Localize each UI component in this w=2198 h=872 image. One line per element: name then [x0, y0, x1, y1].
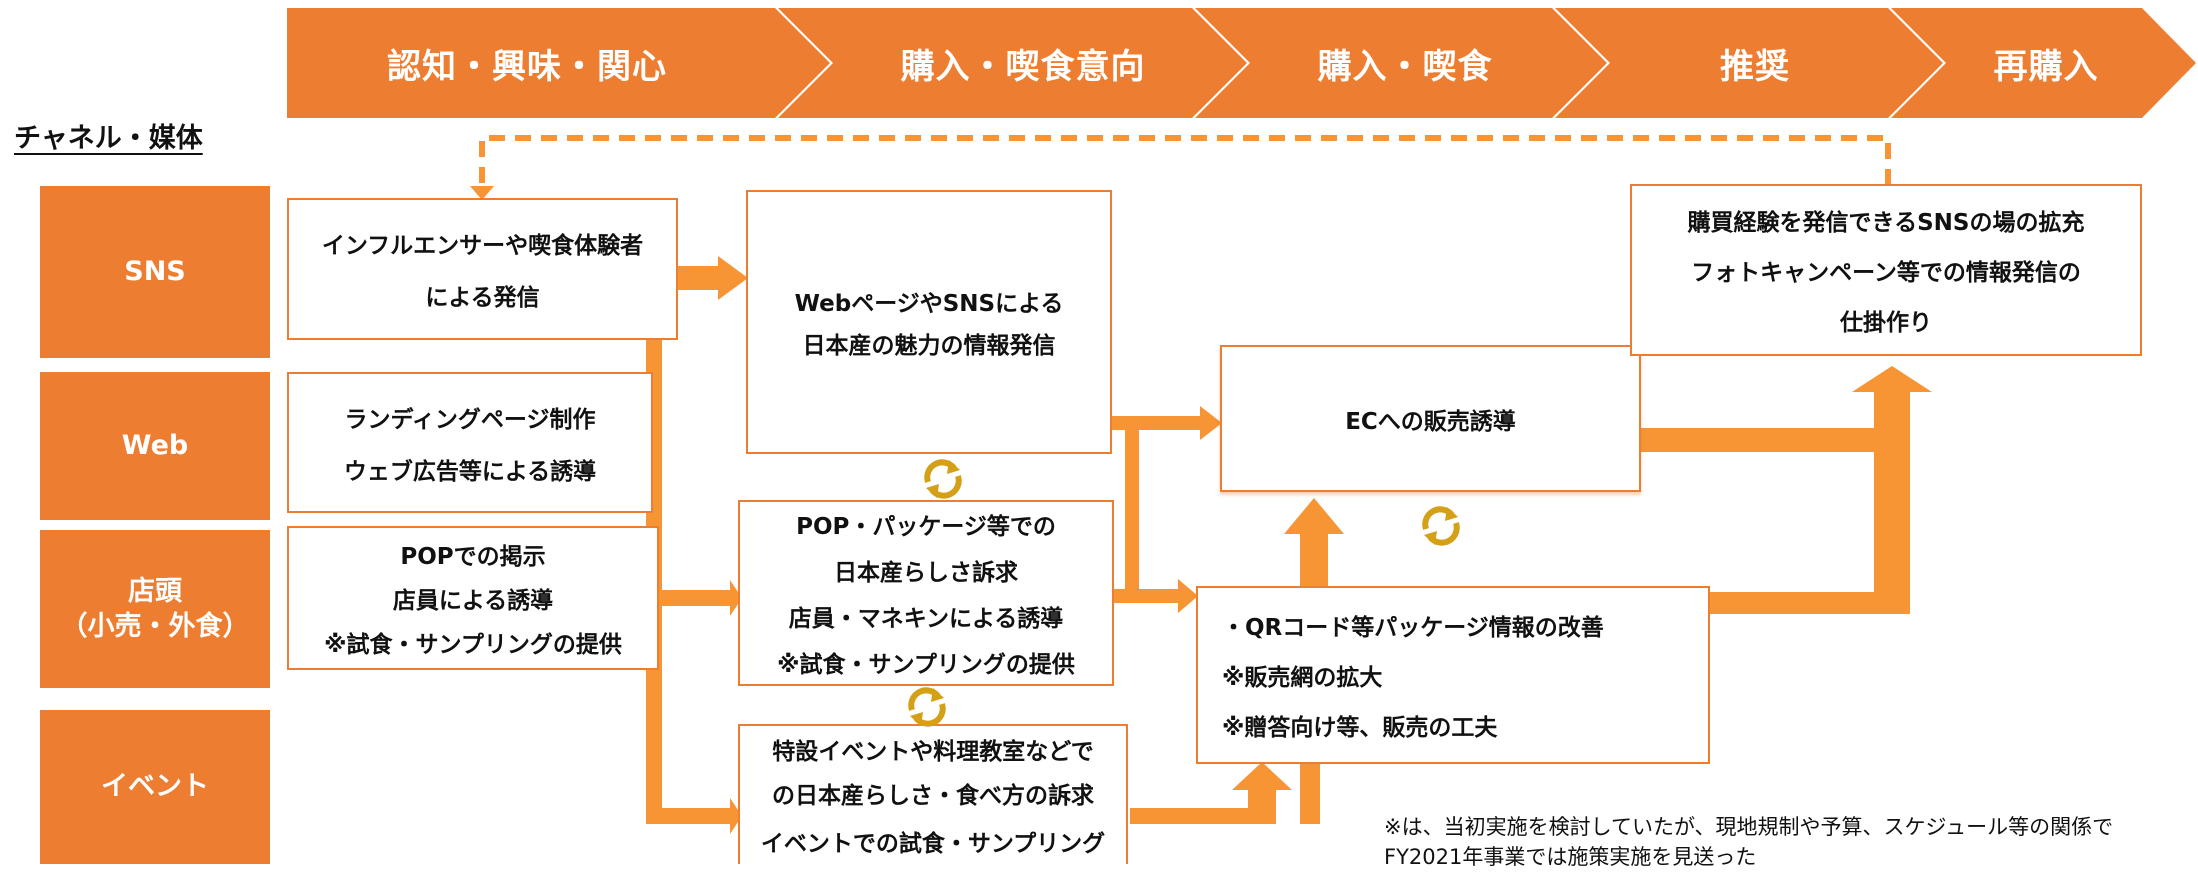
box-influencer: インフルエンサーや喫食体験者 による発信: [287, 198, 678, 340]
cycle-arrows-icon: [924, 459, 962, 499]
channel-web-label: Web: [121, 430, 189, 462]
stage-chevron-4: [1555, 8, 1943, 118]
box-sns-share: 購買経験を発信できるSNSの場の拡充 フォトキャンペーン等での情報発信の 仕掛作…: [1630, 184, 2142, 356]
stage-chevron-3: [1195, 8, 1607, 118]
box-event-line-3: イベントでの試食・サンプリング: [760, 831, 1106, 857]
channel-store-label-1: 店頭: [128, 575, 182, 607]
box-pop-mid-line-1: POP・パッケージ等での: [796, 514, 1056, 540]
ec-to-right-bar: [1641, 428, 1903, 452]
box-influencer-line-1: インフルエンサーや喫食体験者: [321, 233, 644, 259]
channel-store: 店頭 （小売・外食）: [40, 530, 270, 688]
stage-chevron-5: [1891, 8, 2196, 118]
box-web-sns-info-line-2: 日本産の魅力の情報発信: [802, 333, 1056, 359]
box-web-sns-info-line-1: WebページやSNSによる: [794, 291, 1064, 317]
arrow-influencer-to-info: [676, 256, 748, 300]
event-to-qr-riser: [1300, 762, 1320, 824]
box-ec-line-1: ECへの販売誘導: [1345, 408, 1516, 435]
box-pop-mid: POP・パッケージ等での 日本産らしさ訴求 店員・マネキンによる誘導 ※試食・サ…: [738, 500, 1114, 686]
arrow-event-to-qr: [1130, 762, 1292, 824]
stage-recommend: 推奨: [1720, 46, 1790, 87]
box-pop-left: POPでの掲示 店員による誘導 ※試食・サンプリングの提供: [287, 526, 659, 670]
channel-event: イベント: [40, 710, 270, 864]
arrow-up-to-sns-share: [1852, 366, 1932, 614]
stage-chevron-2: [778, 8, 1247, 118]
channel-sns-label: SNS: [124, 256, 186, 288]
footnote: ※は、当初実施を検討していたが、現地規制や予算、スケジュール等の関係で FY20…: [1384, 812, 2198, 872]
box-pop-left-line-3: ※試食・サンプリングの提供: [324, 632, 622, 658]
footnote-line-1: ※は、当初実施を検討していたが、現地規制や予算、スケジュール等の関係で: [1384, 815, 2114, 839]
cycle-arrows-icon: [1422, 506, 1460, 546]
arrow-to-ec: [1139, 406, 1222, 440]
channel-header: チャネル・媒体: [14, 123, 203, 154]
arrow-qr-to-ec: [1284, 498, 1344, 586]
box-ec: ECへの販売誘導: [1220, 345, 1641, 492]
stage-purchase: 購入・喫食: [1317, 46, 1493, 87]
box-pop-mid-line-3: 店員・マネキンによる誘導: [788, 606, 1064, 632]
qr-to-right-bar: [1710, 592, 1903, 614]
box-landing-line-1: ランディングページ制作: [344, 406, 596, 433]
feedback-dashed-line: [479, 135, 1891, 188]
box-qr-line-2: ※販売網の拡大: [1222, 665, 1383, 691]
box-qr-line-3: ※贈答向け等、販売の工夫: [1222, 715, 1498, 741]
box-sns-share-line-3: 仕掛作り: [1840, 310, 1932, 336]
box-event-line-2: の日本産らしさ・食べ方の訴求: [772, 783, 1094, 809]
feedback-arrowhead: [470, 186, 494, 200]
channel-event-label: イベント: [101, 771, 209, 803]
box-web-sns-info: WebページやSNSによる 日本産の魅力の情報発信: [746, 190, 1112, 454]
box-qr: ・QRコード等パッケージ情報の改善 ※販売網の拡大 ※贈答向け等、販売の工夫: [1196, 586, 1710, 764]
mid-connector-top: [1112, 416, 1139, 430]
stage-repurchase: 再購入: [1993, 46, 2099, 87]
box-event: 特設イベントや料理教室などで の日本産らしさ・食べ方の訴求 イベントでの試食・サ…: [738, 724, 1128, 864]
box-influencer-line-2: による発信: [425, 285, 540, 311]
box-pop-mid-line-4: ※試食・サンプリングの提供: [777, 652, 1075, 678]
arrow-trunk-to-event: [654, 798, 742, 834]
channel-sns: SNS: [40, 186, 270, 358]
box-sns-share-line-1: 購買経験を発信できるSNSの場の拡充: [1687, 210, 2085, 236]
arrow-trunk-to-pop: [654, 580, 742, 616]
arrow-to-qr: [1139, 579, 1198, 613]
stage-purchase-intent: 購入・喫食意向: [900, 46, 1146, 87]
box-pop-mid-line-2: 日本産らしさ訴求: [834, 560, 1018, 586]
box-landing-line-2: ウェブ広告等による誘導: [343, 458, 597, 485]
stage-chevron-1: [287, 8, 830, 118]
box-pop-left-line-2: 店員による誘導: [392, 588, 554, 614]
footnote-line-2: FY2021年事業では施策実施を見送った: [1384, 845, 1757, 869]
channel-web: Web: [40, 372, 270, 520]
cycle-arrows-icon: [908, 687, 946, 727]
mid-connector-v: [1125, 416, 1139, 603]
channel-store-label-2: （小売・外食）: [60, 611, 250, 642]
box-landing-page: ランディングページ制作 ウェブ広告等による誘導: [287, 372, 653, 513]
box-qr-line-1: ・QRコード等パッケージ情報の改善: [1222, 615, 1604, 641]
box-event-line-1: 特設イベントや料理教室などで: [772, 739, 1094, 765]
mid-connector-pop: [1112, 589, 1139, 603]
box-sns-share-line-2: フォトキャンペーン等での情報発信の: [1691, 260, 2081, 286]
box-pop-left-line-1: POPでの掲示: [400, 544, 546, 570]
stage-awareness: 認知・興味・関心: [387, 46, 667, 87]
